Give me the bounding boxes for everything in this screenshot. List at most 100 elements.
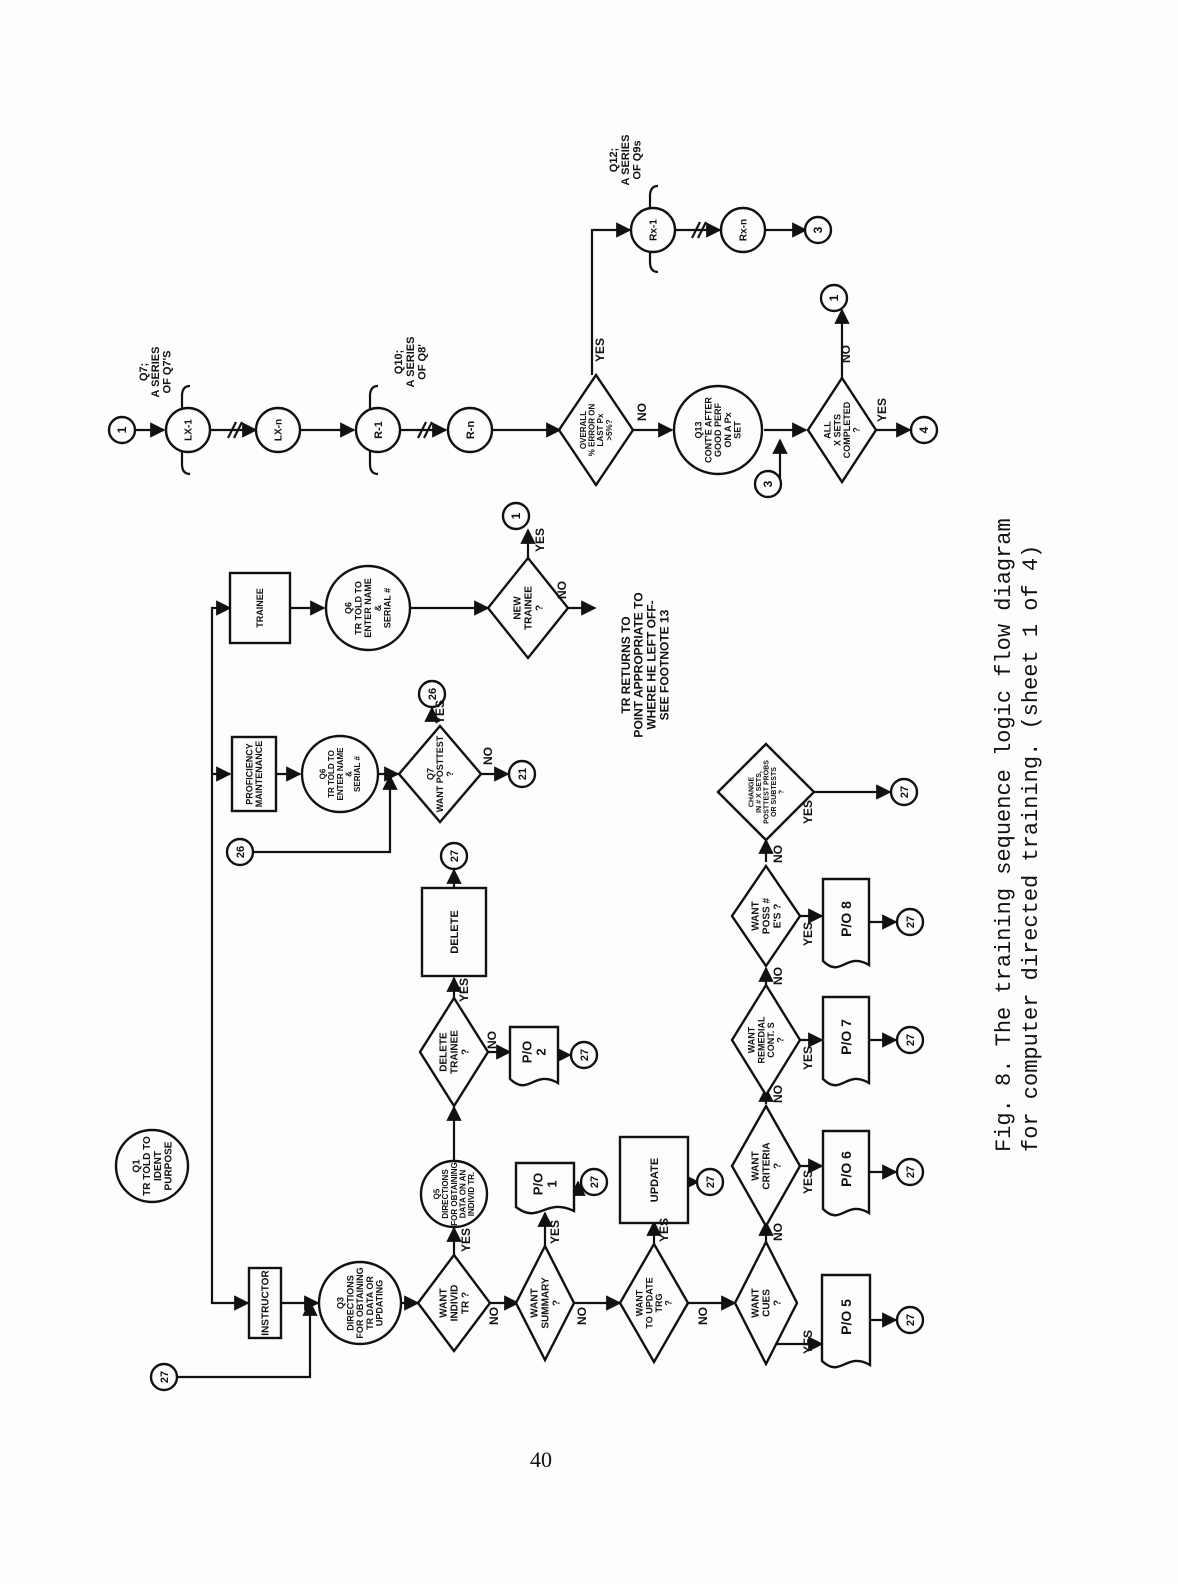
label-yes-summary: YES (548, 1220, 562, 1244)
decision-want-poss-es: WANTPOSS #E'S ? (730, 863, 802, 969)
decision-overall-error: OVERALL% ERROR ONLAST Px>5%? (557, 372, 635, 488)
connector-4: 4 (909, 415, 939, 445)
box-proficiency-maintenance-label: PROFICIENCYMAINTENANCE (244, 741, 264, 808)
connector-27-c: 27 (695, 1167, 725, 1197)
break-mark-r (417, 421, 427, 439)
label-no-overall: NO (635, 403, 649, 421)
decision-want-criteria: WANTCRITERIA? (730, 1103, 802, 1229)
process-r-1: R-1 (354, 406, 402, 454)
label-no-poss: NO (771, 845, 785, 863)
output-po-7-label: P/O 7 (838, 1019, 854, 1055)
connector-27-f: 27 (895, 1025, 925, 1055)
break-mark-rx (691, 221, 701, 239)
label-no-indiv: NO (487, 1307, 501, 1325)
process-lx-1: LX-1 (164, 406, 212, 454)
connector-27-b: 27 (579, 1167, 609, 1197)
connector-1-a-label: 1 (509, 512, 523, 519)
connector-27-i: 27 (569, 1040, 599, 1070)
break-mark-rx-2 (697, 221, 707, 239)
line-trunk-to-instructor (210, 1166, 250, 1311)
label-no-new-trainee: NO (555, 581, 569, 599)
decision-all-x-sets-label: ALLX SETSCOMPLETED? (823, 401, 862, 458)
label-no-summary: NO (575, 1307, 589, 1325)
line-trunk-to-trainee (210, 600, 232, 1166)
connector-27-f-label: 27 (905, 1034, 917, 1046)
box-instructor: INSTRUCTOR (247, 1266, 283, 1340)
process-lx-n: LX-n (254, 406, 302, 454)
annotation-q10-series: Q10;A SERIESOF Q8' (393, 337, 429, 388)
connector-1-b: 1 (107, 415, 137, 445)
connector-27-j-label: 27 (449, 850, 461, 862)
label-no-posttest: NO (481, 747, 495, 765)
process-r-n: R-n (446, 406, 494, 454)
connector-27-e-label: 27 (905, 1166, 917, 1178)
label-yes-poss: YES (801, 922, 815, 946)
label-no-allx: NO (839, 345, 853, 363)
label-yes-criteria: YES (801, 1170, 815, 1194)
decision-want-cues-label: WANTCUES? (751, 1288, 784, 1317)
decision-want-posttest-label: Q7WANT POSTTEST? (425, 735, 454, 812)
output-po-2: P/O2 (508, 1025, 560, 1087)
connector-3-a-label: 3 (761, 480, 775, 487)
box-instructor-label: INSTRUCTOR (261, 1270, 272, 1336)
decision-new-trainee-label: NEWTRAINEE? (513, 586, 546, 630)
output-po-6-label: P/O 6 (838, 1151, 854, 1187)
label-yes-posttest: YES (433, 700, 447, 724)
break-mark-r-2 (423, 421, 433, 439)
process-rx-n: Rx-n (719, 206, 767, 254)
output-po-5-label: P/O 5 (838, 1299, 854, 1335)
line-27-to-instructor (164, 1300, 318, 1379)
line-overall-yes-to-rx1 (590, 222, 632, 375)
label-no-remedial: NO (771, 967, 785, 985)
process-q6-trainee: Q6TR TOLD TOENTER NAME&SERIAL # (324, 564, 412, 652)
process-q6-trainee-label: Q6TR TOLD TOENTER NAME&SERIAL # (344, 578, 393, 638)
process-rx-n-label: Rx-n (739, 219, 750, 241)
box-trainee-label: TRAINEE (255, 588, 265, 628)
process-rx-1: Rx-1 (629, 206, 677, 254)
process-lx-1-label: LX-1 (184, 419, 195, 441)
decision-want-cues: WANTCUES? (733, 1239, 799, 1367)
box-update-label: UPDATE (649, 1158, 661, 1202)
decision-new-trainee: NEWTRAINEE? (486, 556, 570, 660)
process-q13-label: Q13CONT'E AFTERGOOD PERFON A PxSET (694, 397, 743, 463)
break-mark-lx (227, 421, 237, 439)
process-q5: Q5DIRECTIONSFOR OBTAININGDATA ON ANINDIV… (419, 1159, 489, 1229)
label-yes-indiv: YES (459, 1228, 473, 1252)
box-proficiency-maintenance: PROFICIENCYMAINTENANCE (230, 735, 278, 813)
decision-want-summary: WANTSUMMARY? (514, 1243, 576, 1363)
connector-26-b-label: 26 (427, 688, 439, 700)
connector-27-j: 27 (439, 841, 469, 871)
connector-27-d: 27 (895, 1305, 925, 1335)
output-po-1: P/O1 (514, 1161, 576, 1215)
connector-26-a-label: 26 (235, 846, 247, 858)
connector-27-start: 27 (149, 1362, 179, 1392)
connector-27-h-label: 27 (899, 786, 911, 798)
label-no-cues: NO (771, 1223, 785, 1241)
decision-overall-error-label: OVERALL% ERROR ONLAST Px>5%? (579, 404, 614, 457)
caption-line-1: Fig. 8. The training sequence logic flow… (992, 518, 1017, 1152)
decision-delete-trainee-label: DELETETRAINEE? (439, 1030, 472, 1074)
decision-want-posttest: Q7WANT POSTTEST? (397, 724, 483, 824)
box-delete-label: DELETE (449, 910, 461, 953)
label-yes-allx: YES (875, 398, 889, 422)
process-q3: Q3DIRECTIONSFOR OBTAININGTR DATA ORUPDAT… (317, 1260, 403, 1346)
connector-26-a: 26 (225, 837, 255, 867)
decision-want-poss-es-label: WANTPOSS #E'S ? (751, 898, 784, 935)
output-po-5: P/O 5 (820, 1273, 872, 1369)
connector-26-b: 26 (417, 679, 447, 709)
connector-3-a: 3 (753, 469, 783, 499)
connector-1-a: 1 (501, 501, 531, 531)
decision-want-remedial: WANTREMEDIALCONT. S? (730, 982, 802, 1098)
process-q1-label: Q1TR TOLD TOIDENTPURPOSE (131, 1136, 174, 1196)
decision-want-update-trg-label: WANTTO UPDATETRG? (635, 1277, 674, 1328)
label-no-criteria: NO (771, 1085, 785, 1103)
connector-27-g-label: 27 (905, 916, 917, 928)
connector-21: 21 (507, 759, 537, 789)
decision-want-remedial-label: WANTREMEDIALCONT. S? (747, 1016, 786, 1064)
label-yes-update: YES (657, 1218, 671, 1242)
connector-1-c-label: 1 (827, 294, 841, 301)
process-q6-proficiency-label: Q6TR TOLD TOENTER NAME&SERIAL # (319, 747, 363, 801)
label-yes-new-trainee: YES (533, 528, 547, 552)
process-q6-proficiency: Q6TR TOLD TOENTER NAME&SERIAL # (300, 734, 380, 814)
